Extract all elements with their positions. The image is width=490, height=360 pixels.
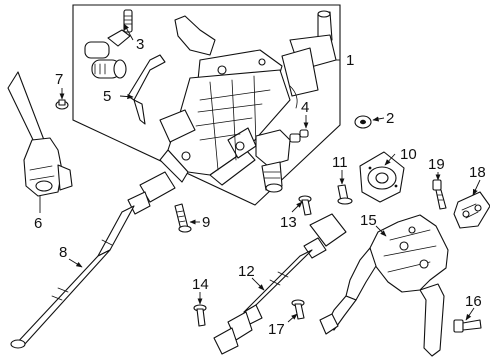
leader-18 <box>472 179 481 196</box>
part-tilt-lever <box>127 54 166 125</box>
callout-16: 16 <box>465 293 482 310</box>
part-bolt-9 <box>174 203 192 233</box>
part-lock-module <box>255 129 309 193</box>
leader-16 <box>465 307 475 321</box>
part-bolt-14 <box>193 304 207 327</box>
callout-12: 12 <box>238 263 255 280</box>
part-lower-shaft <box>213 213 347 355</box>
part-intermediate-shaft <box>10 171 176 349</box>
part-bolt-19 <box>432 179 447 210</box>
part-bolt-13 <box>298 195 312 216</box>
leader-12 <box>251 277 265 291</box>
callout-8: 8 <box>59 244 67 261</box>
assembly-outline-box <box>72 4 341 206</box>
callout-19: 19 <box>428 156 445 173</box>
part-bracket-block <box>453 191 490 229</box>
callout-11: 11 <box>332 154 348 171</box>
callout-9: 9 <box>202 214 210 231</box>
callout-4: 4 <box>301 99 309 116</box>
callout-5: 5 <box>103 88 111 105</box>
leader-15 <box>375 225 387 237</box>
leader-13 <box>291 201 303 213</box>
callout-15: 15 <box>360 212 377 229</box>
part-bearing-mount <box>359 151 405 203</box>
part-bolt-7 <box>55 99 69 110</box>
part-bolt-11 <box>337 184 353 205</box>
callout-10: 10 <box>400 146 417 163</box>
leader-17 <box>287 313 298 323</box>
callout-3: 3 <box>136 36 144 53</box>
leader-10 <box>384 153 396 166</box>
part-bolt-16 <box>453 319 482 333</box>
callout-13: 13 <box>280 214 297 231</box>
part-bolt-17 <box>291 299 305 320</box>
part-lower-column-assembly <box>319 214 449 357</box>
leader-8 <box>68 258 83 268</box>
part-multifunction-switch <box>7 71 73 197</box>
callout-7: 7 <box>55 71 63 88</box>
callout-17: 17 <box>268 321 285 338</box>
callout-18: 18 <box>469 164 486 181</box>
part-nut <box>354 115 372 129</box>
leader-2 <box>372 116 385 122</box>
callout-2: 2 <box>386 110 394 127</box>
part-motor-actuator <box>84 9 133 79</box>
callout-1: 1 <box>346 52 354 69</box>
part-column-housing <box>159 10 337 186</box>
leader-3 <box>123 23 134 41</box>
callout-6: 6 <box>34 215 42 232</box>
leader-5 <box>119 94 134 100</box>
callout-14: 14 <box>192 276 209 293</box>
